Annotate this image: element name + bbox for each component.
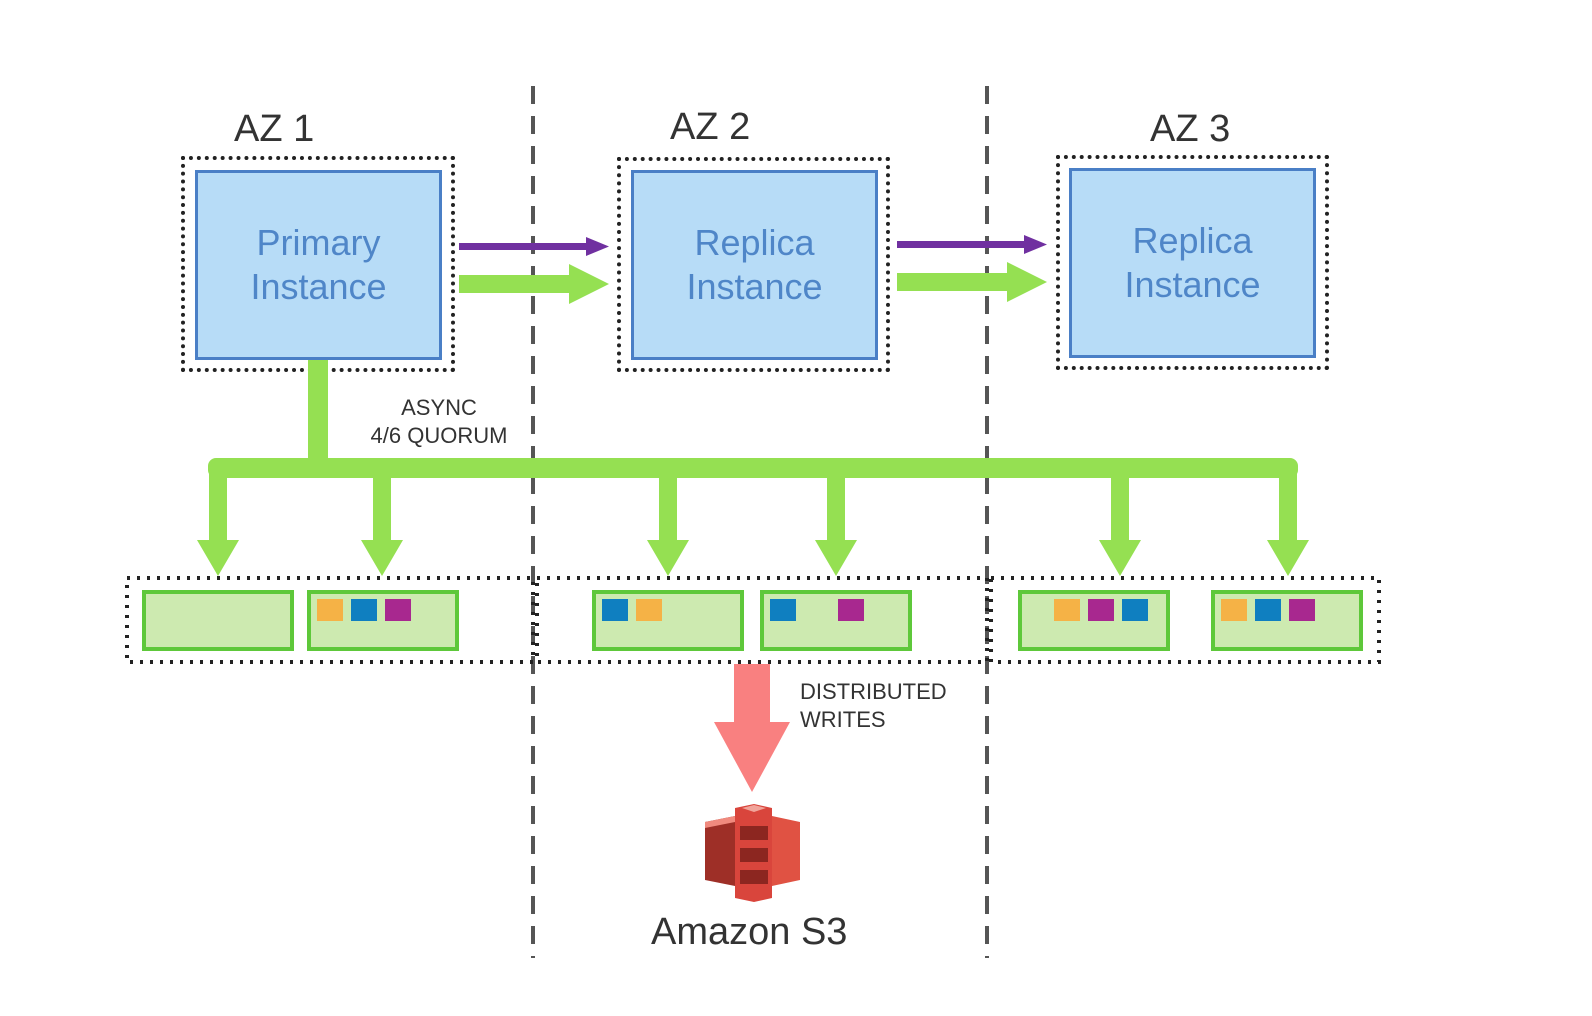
purple-arrow-az1-az2 [459,237,609,256]
az3-title: AZ 3 [1150,108,1231,150]
data-block-magenta [385,599,411,621]
replica-instance-az3-line2: Instance [1124,264,1261,305]
storage-node-3 [592,590,744,651]
drop-arrow-shaft-4 [827,470,845,542]
drop-arrow-head-2 [361,540,403,576]
data-block-magenta [1088,599,1114,621]
drop-arrow-head-3 [647,540,689,576]
drop-arrow-shaft-3 [659,470,677,542]
storage-node-1 [142,590,294,651]
replica-instance-az2-line2: Instance [686,266,823,307]
drop-arrow-head-4 [815,540,857,576]
drop-arrow-shaft-2 [373,470,391,542]
primary-instance-line1: Primary [256,222,381,263]
data-block-orange [1221,599,1247,621]
drop-arrow-head-5 [1099,540,1141,576]
az2-title: AZ 2 [670,106,751,148]
data-block-orange [1054,599,1080,621]
drop-arrow-shaft-5 [1111,470,1129,542]
storage-node-5 [1018,590,1170,651]
amazon-s3-label: Amazon S3 [651,911,848,953]
primary-instance-line2: Instance [250,266,387,307]
storage-drop-arrows [197,470,1309,576]
storage-node-2 [307,590,459,651]
data-block-blue [602,599,628,621]
storage-container-az3 [989,576,1381,664]
data-block-orange [636,599,662,621]
storage-node-4 [760,590,912,651]
az3-instance-container [1056,155,1329,370]
amazon-s3-icon [705,804,800,902]
distributed-writes-label: DISTRIBUTED WRITES [800,679,947,732]
data-block-blue [770,599,796,621]
data-block-blue [1255,599,1281,621]
replica-instance-az3-line1: Replica [1132,220,1253,261]
drop-arrow-shaft-1 [209,470,227,542]
drop-arrow-head-6 [1267,540,1309,576]
data-block-blue [351,599,377,621]
green-arrow-az2-az3 [897,262,1047,302]
storage-nodes [142,590,1363,651]
storage-container-az1 [125,576,535,664]
storage-container-az2 [535,576,989,664]
drop-arrow-head-1 [197,540,239,576]
az1-title: AZ 1 [234,108,315,150]
data-block-magenta [1289,599,1315,621]
async-quorum-label: ASYNC 4/6 QUORUM [370,395,508,448]
distributed-writes-arrow [714,664,790,792]
green-arrow-az1-az2 [459,264,609,304]
drop-arrow-shaft-6 [1279,470,1297,542]
data-block-orange [317,599,343,621]
storage-node-6 [1211,590,1363,651]
replica-instance-az2-line1: Replica [694,222,815,263]
data-block-blue [1122,599,1148,621]
data-block-magenta [838,599,864,621]
az2-instance-container [617,157,890,372]
purple-arrow-az2-az3 [897,235,1047,254]
